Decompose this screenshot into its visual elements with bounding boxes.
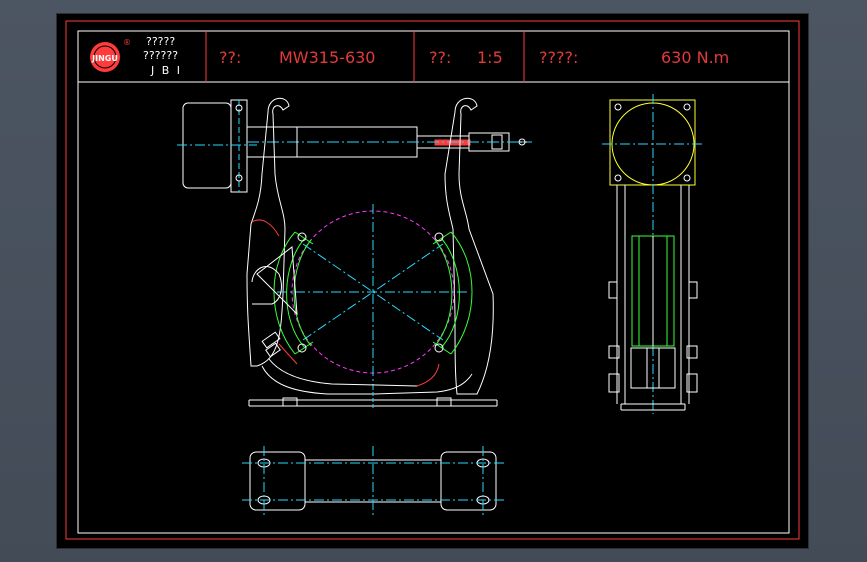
red-detail-curve [251,219,280,237]
drum-centerlines [277,204,469,386]
model-value: MW315-630 [279,48,375,67]
torque-value: 630 N.m [661,48,729,67]
bottom-linkage [261,365,473,395]
adjust-bolt [261,331,298,365]
company-name-line1: ????? [146,35,175,48]
outer-frame [65,20,800,540]
push-rod [246,126,532,158]
left-bracket-triangle [256,246,298,316]
torque-label: ????: [539,48,578,67]
company-abbr: J B I [150,64,182,77]
inner-frame [77,30,790,534]
left-bracket [251,266,282,305]
brake-drawing: JINGU ® ????? ?????? J B I ??: MW315-630… [65,20,800,540]
front-view [177,97,532,410]
right-brake-arm [444,97,494,395]
thruster-motor [177,99,257,193]
scale-value: 1:5 [477,48,503,67]
bottom-linkage-inner [268,358,418,387]
cad-viewport[interactable]: JINGU ® ????? ?????? J B I ??: MW315-630… [56,13,809,549]
side-view [602,94,705,414]
side-pins [608,281,698,411]
company-name-line2: ?????? [143,49,178,62]
shoe-pivot-bolts [297,232,444,353]
title-block: JINGU ® ????? ?????? J B I ??: MW315-630… [78,31,789,83]
right-brake-shoe [432,231,473,355]
left-brake-arm [246,97,290,367]
logo-registered: ® [123,38,131,47]
red-linkage-curve [416,363,440,387]
left-brake-shoe [273,231,314,355]
model-label: ??: [219,48,241,67]
jingu-logo: JINGU ® [90,38,131,72]
plan-view [242,446,505,516]
logo-text: JINGU [91,54,118,63]
scale-label: ??: [429,48,451,67]
